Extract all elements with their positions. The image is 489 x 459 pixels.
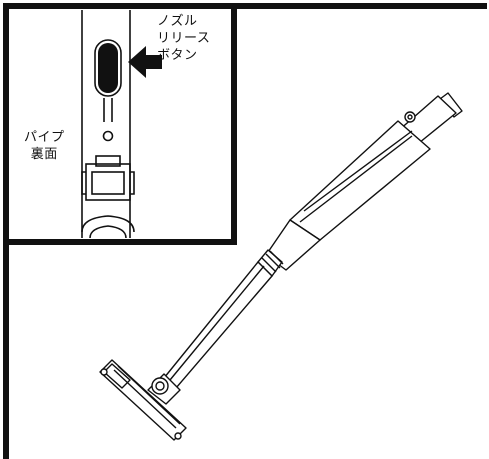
- nozzle-release-line2: リリース: [157, 31, 211, 46]
- nozzle-release-line1: ノズル: [157, 14, 198, 29]
- nozzle-release-line3: ボタン: [157, 48, 198, 63]
- pipe-back-line2: 裏面: [30, 147, 58, 162]
- release-button-icon: [98, 43, 118, 93]
- detail-inset: [3, 3, 237, 245]
- nozzle-release-label: ノズル リリース ボタン: [157, 13, 210, 64]
- arrow-icon: [128, 46, 162, 78]
- outer-frame-top: [3, 3, 487, 9]
- pipe-back-detail: [81, 10, 135, 239]
- pipe-back-line1: パイプ: [24, 130, 65, 145]
- vacuum-cleaner-icon: [99, 92, 463, 441]
- pipe-back-label: パイプ 裏面: [24, 129, 65, 163]
